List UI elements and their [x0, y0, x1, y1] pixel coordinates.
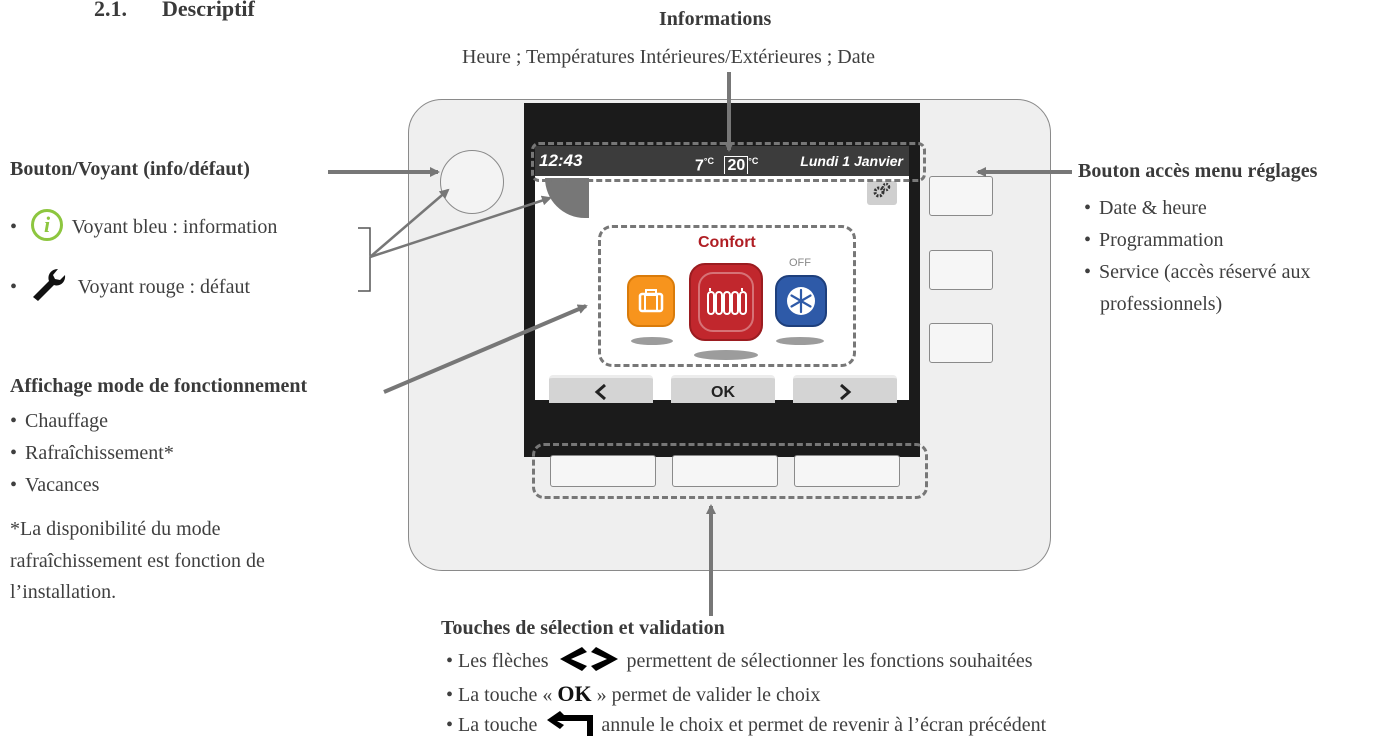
cooling-mode-button[interactable] — [775, 275, 827, 327]
info-light-label: Voyant bleu : information — [71, 216, 278, 238]
status-temperatures: 7°C 20°C — [695, 146, 758, 181]
info-icon: i — [31, 209, 63, 242]
off-label: OFF — [789, 257, 811, 269]
settings-item-service-cont: professionnels) — [1100, 293, 1223, 315]
settings-item-date: Date & heure — [1084, 195, 1207, 222]
settings-item-service: Service (accès réservé aux — [1084, 259, 1311, 286]
settings-item-programming: Programmation — [1084, 227, 1223, 254]
nav-right-button[interactable] — [793, 375, 897, 403]
temp-outdoor: 7 — [695, 157, 704, 175]
footnote-line-2: rafraîchissement est fonction de — [10, 550, 265, 572]
status-time: 12:43 — [539, 151, 583, 170]
heating-mode-button[interactable] — [689, 263, 763, 341]
info-fault-button[interactable] — [440, 150, 504, 214]
chevrons-icon — [559, 647, 618, 672]
status-bar: 12:43 7°C 20°C Lundi 1 Janvier — [535, 146, 909, 176]
settings-title: Bouton accès menu réglages — [1078, 160, 1318, 182]
fault-light-item: • Voyant rouge : défaut — [10, 269, 251, 302]
gear-icon[interactable] — [867, 181, 897, 205]
mode-display-title: Affichage mode de fonctionnement — [10, 375, 308, 397]
mode-item-cooling: Rafraîchissement* — [10, 440, 174, 467]
mode-title: Confort — [698, 234, 756, 251]
status-date: Lundi 1 Janvier — [800, 153, 903, 169]
line1-suffix: permettent de sélectionner les fonctions… — [626, 650, 1033, 672]
left-button-title: Bouton/Voyant (info/défaut) — [10, 158, 250, 180]
nav-ok-button[interactable]: OK — [671, 375, 775, 403]
selection-keys-title: Touches de sélection et validation — [441, 617, 725, 639]
informations-title: Informations — [659, 8, 772, 30]
bottom-button-right[interactable] — [794, 455, 900, 487]
chevron-left-icon — [594, 383, 606, 401]
chevron-right-icon — [840, 383, 852, 401]
temp-outdoor-unit: °C — [703, 156, 715, 166]
fault-light-label: Voyant rouge : défaut — [77, 276, 251, 298]
mode-item-holiday: Vacances — [10, 472, 99, 499]
footnote-line-3: l’installation. — [10, 581, 117, 603]
radiator-icon — [698, 272, 754, 332]
ok-key-label: OK — [557, 681, 592, 706]
selection-line-ok: • La touche « OK » permet de valider le … — [446, 681, 821, 706]
nav-left-button[interactable] — [549, 375, 653, 403]
section-title: Descriptif — [162, 0, 255, 21]
bottom-button-center[interactable] — [672, 455, 778, 487]
side-button-2[interactable] — [929, 250, 993, 290]
mode-item-heating: Chauffage — [10, 408, 108, 435]
line2-prefix: La touche « — [458, 684, 553, 706]
wrench-icon — [33, 269, 66, 302]
side-button-3[interactable] — [929, 323, 993, 363]
selection-line-back: • La touche annule le choix et permet de… — [446, 711, 1047, 739]
selection-line-arrows: • Les flèches permettent de sélectionner… — [446, 647, 1033, 675]
suitcase-icon — [638, 289, 664, 313]
holiday-shadow — [631, 337, 673, 345]
holiday-mode-button[interactable] — [627, 275, 675, 327]
settings-button[interactable] — [929, 176, 993, 216]
bottom-button-left[interactable] — [550, 455, 656, 487]
selection-keys-highlight — [532, 443, 928, 499]
line3-suffix: annule le choix et permet de revenir à l… — [601, 714, 1047, 736]
line2-suffix: » permet de valider le choix — [596, 684, 821, 706]
line1-prefix: Les flèches — [458, 650, 549, 672]
mode-selection-highlight — [598, 225, 856, 367]
informations-detail: Heure ; Températures Intérieures/Extérie… — [462, 46, 876, 68]
footnote-line-1: *La disponibilité du mode — [10, 518, 221, 540]
snowflake-icon — [787, 287, 815, 315]
section-heading: 2.1. Descriptif — [94, 0, 255, 22]
section-number: 2.1. — [94, 0, 127, 21]
line3-prefix: La touche — [458, 714, 538, 736]
heating-shadow — [694, 350, 758, 360]
cooling-shadow — [776, 337, 824, 345]
back-arrow-icon — [547, 711, 594, 737]
info-light-item: • i Voyant bleu : information — [10, 209, 278, 242]
temp-indoor: 20 — [724, 156, 749, 175]
temp-indoor-unit: °C — [748, 156, 759, 166]
